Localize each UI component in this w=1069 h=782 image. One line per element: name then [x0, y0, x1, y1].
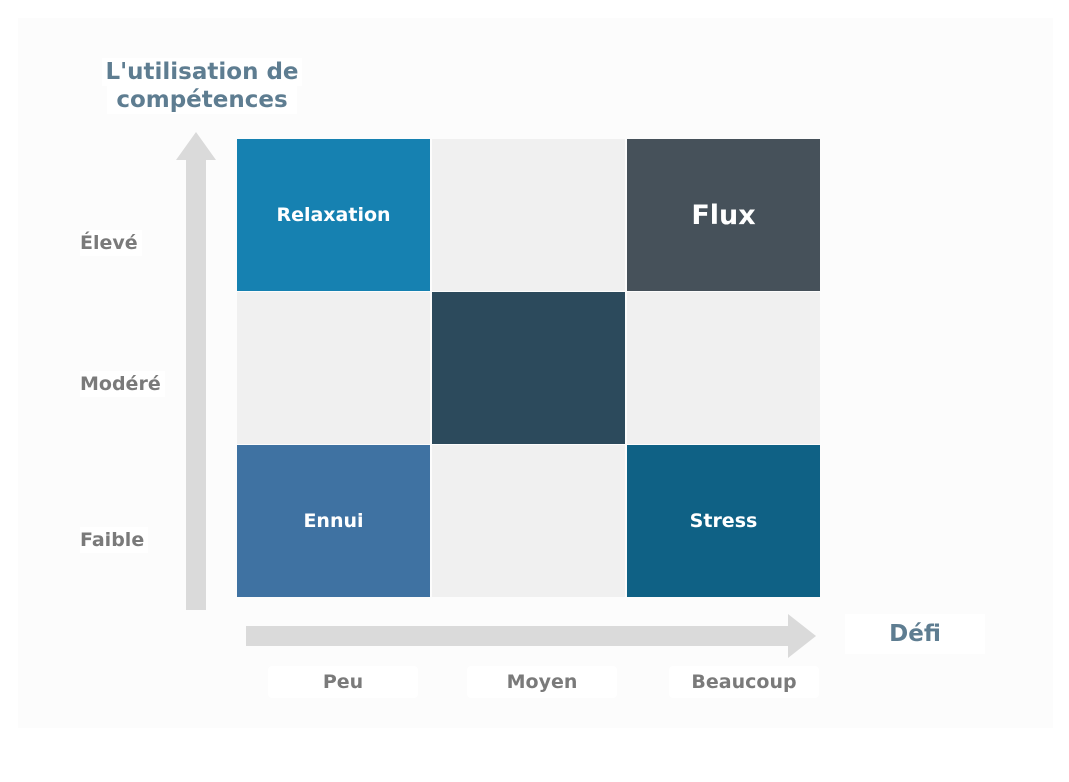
cell-middle-left	[237, 292, 430, 444]
cell-ennui: Ennui	[237, 445, 430, 597]
y-axis-title-line2: compétences	[107, 86, 297, 114]
cell-flux: Flux	[627, 139, 820, 291]
cell-label-ennui: Ennui	[303, 510, 364, 532]
cell-bottom-middle	[432, 445, 625, 597]
row-label-moderate: Modéré	[80, 371, 165, 397]
y-axis-title-line1: L'utilisation de	[102, 58, 302, 86]
cell-label-stress: Stress	[689, 510, 758, 532]
col-label-high: Beaucoup	[669, 666, 819, 698]
cell-top-middle	[432, 139, 625, 291]
x-axis-arrow	[246, 614, 816, 658]
cell-label-flux: Flux	[691, 199, 756, 231]
col-label-low: Peu	[268, 666, 418, 698]
x-axis-title: Défi	[845, 614, 985, 654]
y-axis-arrow	[176, 132, 216, 610]
cell-label-relaxation: Relaxation	[276, 204, 391, 226]
cell-center	[432, 292, 625, 444]
row-label-high: Élevé	[80, 230, 142, 256]
cell-middle-right	[627, 292, 820, 444]
cell-stress: Stress	[627, 445, 820, 597]
y-axis-title: L'utilisation de compétences	[96, 58, 308, 114]
row-label-low: Faible	[80, 527, 149, 553]
col-label-medium: Moyen	[467, 666, 617, 698]
cell-relaxation: Relaxation	[237, 139, 430, 291]
